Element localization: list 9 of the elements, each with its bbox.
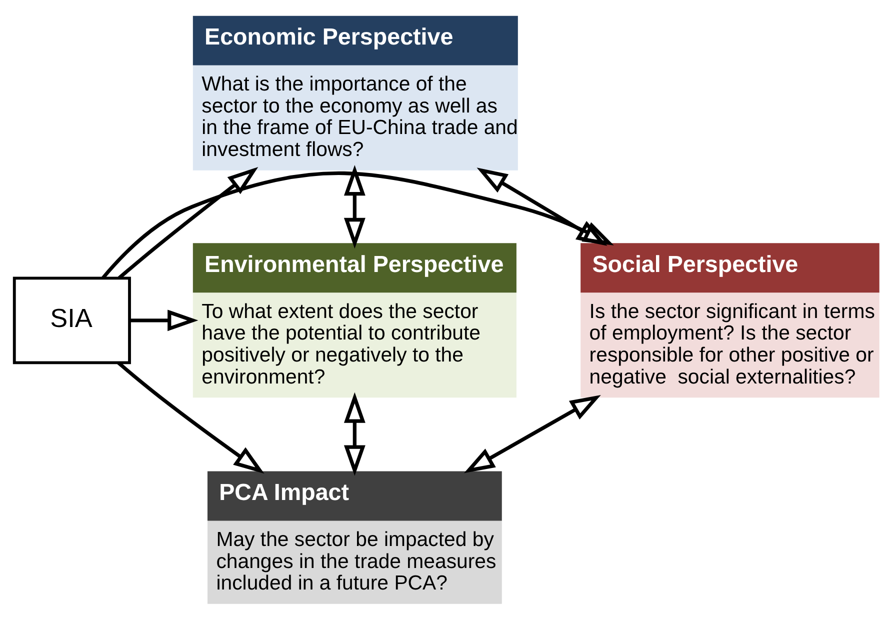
arrow <box>344 392 366 476</box>
arrow <box>118 166 258 280</box>
arrow <box>344 165 366 249</box>
arrow <box>476 168 608 246</box>
arrow <box>130 310 198 332</box>
arrow <box>464 395 601 474</box>
arrow <box>102 172 614 280</box>
arrow <box>117 361 264 474</box>
node-box: SIA <box>12 276 131 364</box>
